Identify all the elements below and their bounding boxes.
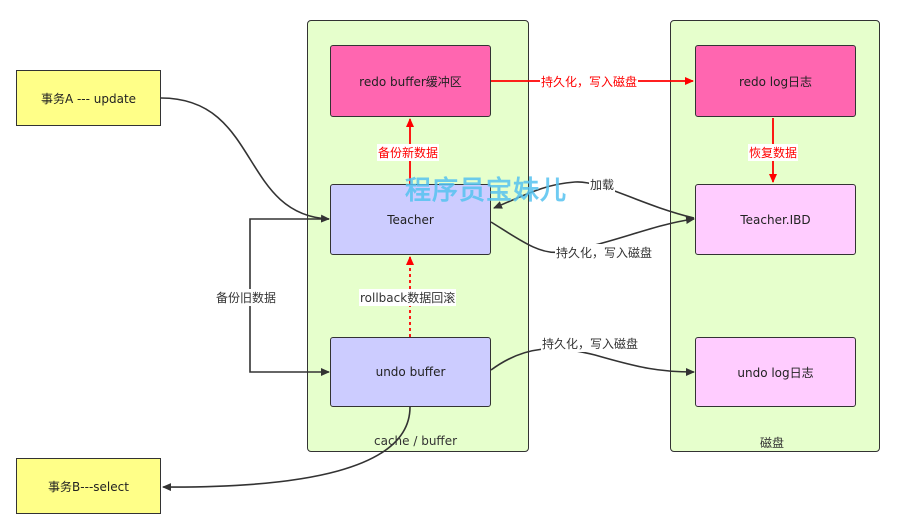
undo-log-box: undo log日志	[695, 337, 856, 407]
arrow-undo-buffer-to-undo-log	[490, 347, 695, 376]
disk-label: 磁盘	[760, 436, 785, 450]
edge-label-backup-new-data: 备份新数据	[377, 144, 440, 161]
edge-label-load: 加载	[589, 176, 616, 193]
edge-label-backup-old-data: 备份旧数据	[215, 289, 278, 306]
undo-buffer-label: undo buffer	[375, 365, 446, 379]
transaction-a-box: 事务A --- update	[16, 70, 161, 126]
teacher-box: Teacher	[330, 184, 491, 255]
watermark: 程序员宝妹儿	[405, 176, 568, 206]
transaction-b-box: 事务B---select	[16, 458, 161, 514]
undo-log-label: undo log日志	[737, 365, 814, 380]
arrow-teacher-ibd-to-teacher-load	[493, 181, 695, 219]
edge-label-recover-data: 恢复数据	[748, 144, 799, 161]
edge-label-persist-teacher: 持久化，写入磁盘	[555, 244, 654, 261]
arrow-undo-buffer-to-trx-b	[162, 406, 411, 492]
transaction-b-label: 事务B---select	[48, 479, 129, 494]
redo-buffer-box: redo buffer缓冲区	[330, 45, 491, 117]
redo-log-label: redo log日志	[738, 74, 813, 89]
cache-buffer-label: cache / buffer	[374, 434, 458, 448]
edge-label-persist-undo: 持久化，写入磁盘	[541, 335, 640, 352]
redo-buffer-label: redo buffer缓冲区	[359, 74, 462, 89]
teacher-label: Teacher	[387, 212, 434, 227]
transaction-a-label: 事务A --- update	[40, 91, 137, 106]
redo-log-box: redo log日志	[695, 45, 856, 117]
teacher-ibd-label: Teacher.IBD	[740, 212, 811, 227]
arrow-trx-a-to-teacher	[160, 97, 330, 223]
teacher-ibd-box: Teacher.IBD	[695, 184, 856, 255]
edge-label-rollback: rollback数据回滚	[359, 289, 457, 306]
undo-buffer-box: undo buffer	[330, 337, 491, 407]
edge-label-persist-redo: 持久化，写入磁盘	[540, 73, 639, 90]
